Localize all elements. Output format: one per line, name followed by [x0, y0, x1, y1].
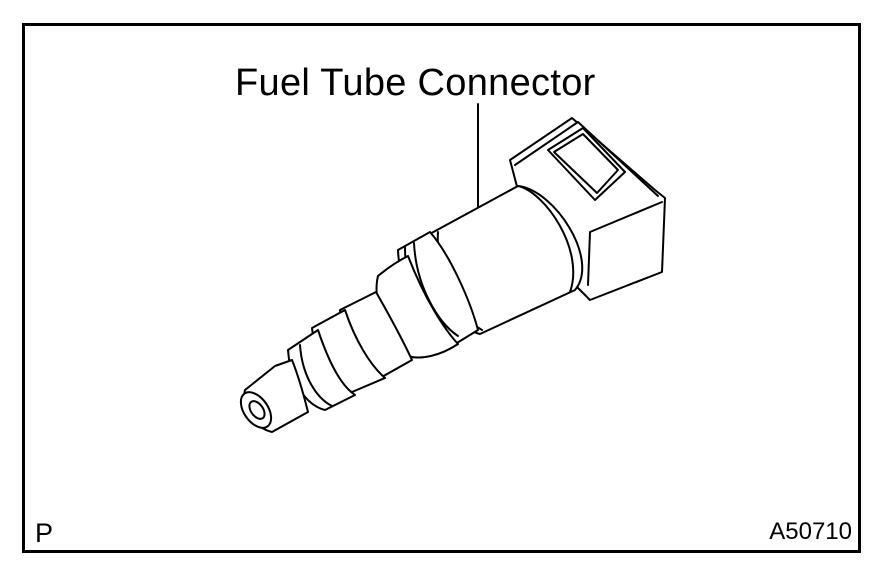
barbed-stem [287, 291, 413, 411]
corner-code-left: P [35, 518, 54, 548]
nozzle-tip [239, 359, 309, 433]
part-label: Fuel Tube Connector [235, 62, 596, 104]
figure-id: A50710 [769, 518, 852, 545]
connector-housing [509, 117, 666, 301]
